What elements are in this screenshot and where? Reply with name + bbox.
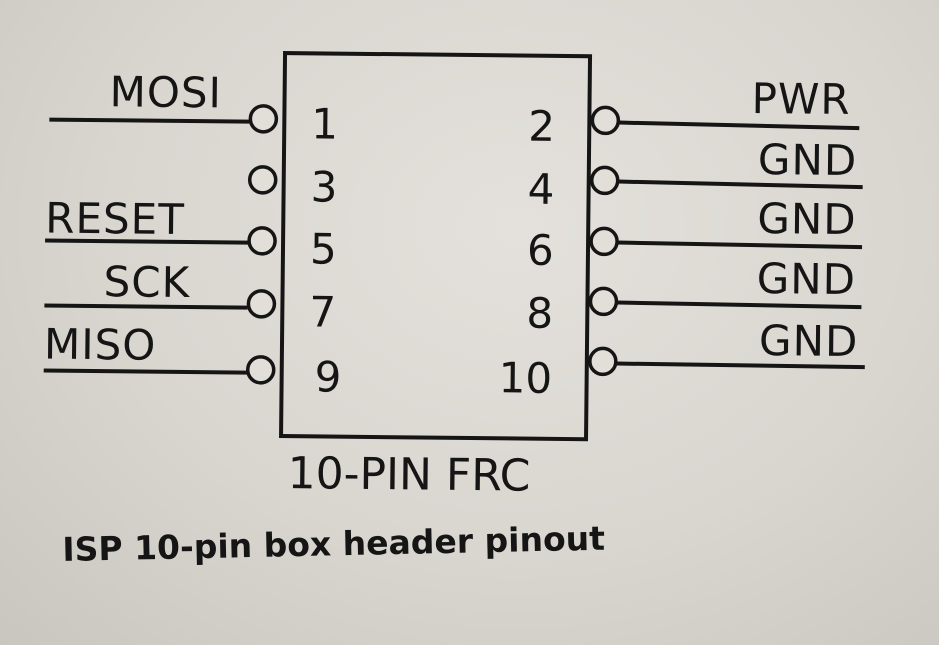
right-pin-8: GND 8 (526, 254, 862, 338)
pin-1-circle-icon (248, 104, 279, 134)
pin-number-3: 3 (310, 162, 337, 211)
pin-6-circle-icon (589, 226, 619, 257)
signal-label-miso: MISO (44, 320, 157, 370)
signal-label-gnd-8: GND (756, 254, 856, 304)
left-wire-7 (44, 303, 248, 310)
pin-5-circle-icon (247, 226, 277, 256)
right-pin-2: PWR 2 (528, 74, 860, 151)
left-pin-5: RESET 5 (45, 194, 337, 274)
signal-label-sck: SCK (103, 257, 190, 307)
pin-number-5: 5 (310, 224, 337, 273)
pin-number-9: 9 (314, 352, 341, 401)
left-pin-3: 3 (247, 162, 338, 212)
signal-label-pwr: PWR (751, 74, 851, 124)
pin-3-circle-icon (247, 165, 278, 195)
pin-number-8: 8 (526, 289, 553, 338)
pin-number-2: 2 (528, 102, 555, 151)
pin-4-circle-icon (589, 165, 620, 196)
right-wire-4 (618, 179, 863, 190)
right-pin-6: GND 6 (527, 194, 863, 275)
signal-label-reset: RESET (45, 194, 185, 244)
pin-2-circle-icon (590, 105, 621, 136)
left-wire-9 (43, 368, 247, 375)
left-pin-9: MISO 9 (43, 320, 342, 402)
right-wire-2 (619, 120, 860, 131)
pin-number-6: 6 (527, 226, 554, 275)
pin-number-10: 10 (498, 353, 552, 403)
left-pin-7: SCK 7 (44, 257, 336, 337)
pin-8-circle-icon (588, 286, 619, 317)
pin-9-circle-icon (245, 355, 276, 385)
pin-number-4: 4 (527, 165, 554, 214)
right-wire-6 (618, 240, 863, 250)
left-wire-5 (45, 238, 249, 245)
signal-label-gnd-4: GND (758, 135, 858, 185)
pin-number-7: 7 (309, 287, 336, 336)
right-pin-10: GND 10 (498, 316, 865, 403)
left-pin-1: MOSI 1 (49, 67, 338, 149)
right-pin-4: GND 4 (527, 135, 863, 214)
signal-label-mosi: MOSI (109, 67, 222, 117)
pin-number-1: 1 (311, 99, 338, 148)
right-wire-10 (616, 361, 865, 370)
connector-body (279, 51, 593, 442)
signal-label-gnd-6: GND (757, 194, 857, 244)
left-wire-1 (49, 117, 250, 124)
connector-title: 10-PIN FRC (287, 448, 530, 502)
pin-10-circle-icon (588, 346, 618, 377)
signal-label-gnd-10: GND (759, 316, 859, 366)
pin-7-circle-icon (246, 289, 277, 319)
right-wire-8 (617, 300, 862, 310)
